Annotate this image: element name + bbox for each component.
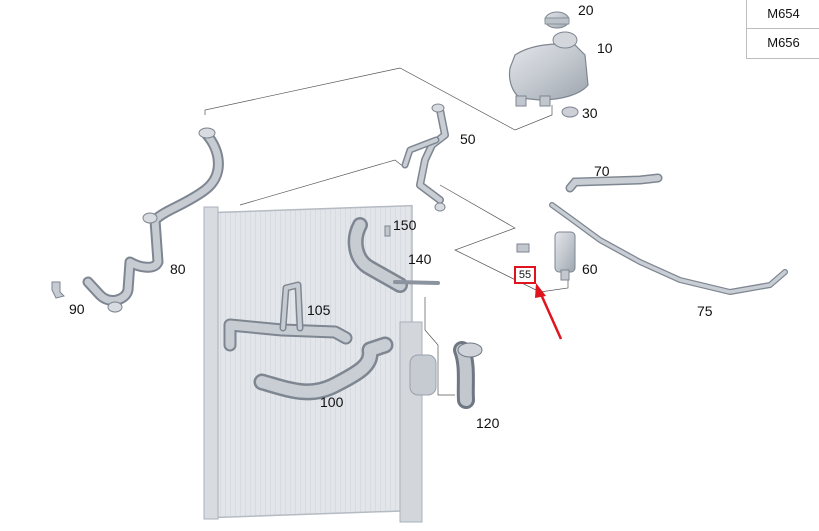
part-75-pipe xyxy=(549,202,788,295)
callout-80[interactable]: 80 xyxy=(170,261,186,277)
callout-140[interactable]: 140 xyxy=(408,251,432,267)
model-variant-m654[interactable]: M654 xyxy=(767,6,800,21)
part-60-valve xyxy=(516,231,576,281)
part-90-clip xyxy=(51,281,65,299)
part-50-pipe xyxy=(401,103,449,212)
part-120-hose xyxy=(453,341,483,409)
part-140-pipe-bracket xyxy=(347,217,440,293)
callout-30[interactable]: 30 xyxy=(582,105,598,121)
callout-150[interactable]: 150 xyxy=(393,217,417,233)
callout-70[interactable]: 70 xyxy=(594,163,610,179)
callout-10[interactable]: 10 xyxy=(597,40,613,56)
callout-60[interactable]: 60 xyxy=(582,261,598,277)
callout-105[interactable]: 105 xyxy=(307,302,331,318)
part-20-cap xyxy=(544,11,570,29)
callout-120[interactable]: 120 xyxy=(476,415,500,431)
model-variant-table: M654 M656 xyxy=(746,0,819,59)
part-70-hose xyxy=(565,173,663,193)
callout-100[interactable]: 100 xyxy=(320,394,344,410)
highlight-arrow xyxy=(535,283,563,340)
callout-50[interactable]: 50 xyxy=(460,131,476,147)
part-105-hose xyxy=(223,281,353,352)
model-variant-m656[interactable]: M656 xyxy=(747,28,819,57)
highlighted-callout-55[interactable]: 55 xyxy=(514,266,536,284)
callout-75[interactable]: 75 xyxy=(697,303,713,319)
part-80-hose xyxy=(82,127,224,313)
radiator xyxy=(203,204,437,523)
part-10-expansion-tank xyxy=(508,31,589,107)
part-150-screw xyxy=(384,225,391,237)
part-100-hose xyxy=(253,336,394,401)
callout-20[interactable]: 20 xyxy=(578,2,594,18)
part-30-clip xyxy=(561,106,579,118)
callout-90[interactable]: 90 xyxy=(69,301,85,317)
